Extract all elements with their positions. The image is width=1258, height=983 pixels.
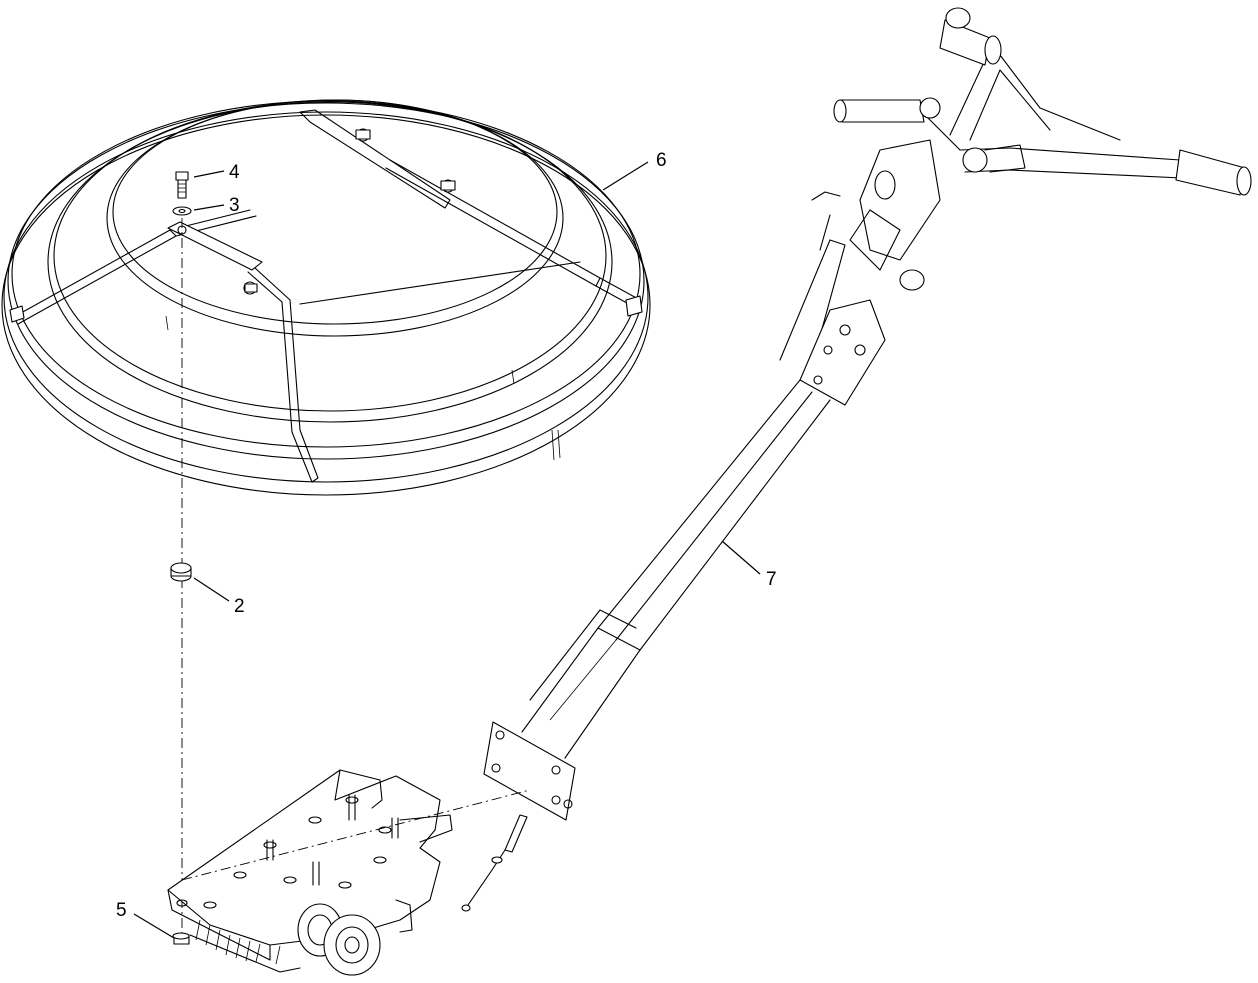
callout-3: 3 xyxy=(229,195,240,216)
callout-5: 5 xyxy=(116,900,127,921)
callout-4: 4 xyxy=(229,162,240,183)
bushing xyxy=(170,562,192,582)
callout-7: 7 xyxy=(766,569,777,590)
nut xyxy=(172,932,190,945)
handle-assembly xyxy=(181,7,1252,881)
washer xyxy=(172,206,192,216)
callout-6: 6 xyxy=(656,150,667,171)
bolt xyxy=(175,171,189,199)
ring-guard xyxy=(1,99,651,496)
throttle-cable xyxy=(461,814,528,912)
leader-lines xyxy=(133,161,761,939)
callout-2: 2 xyxy=(234,596,245,617)
gearbox-assembly xyxy=(167,769,453,976)
